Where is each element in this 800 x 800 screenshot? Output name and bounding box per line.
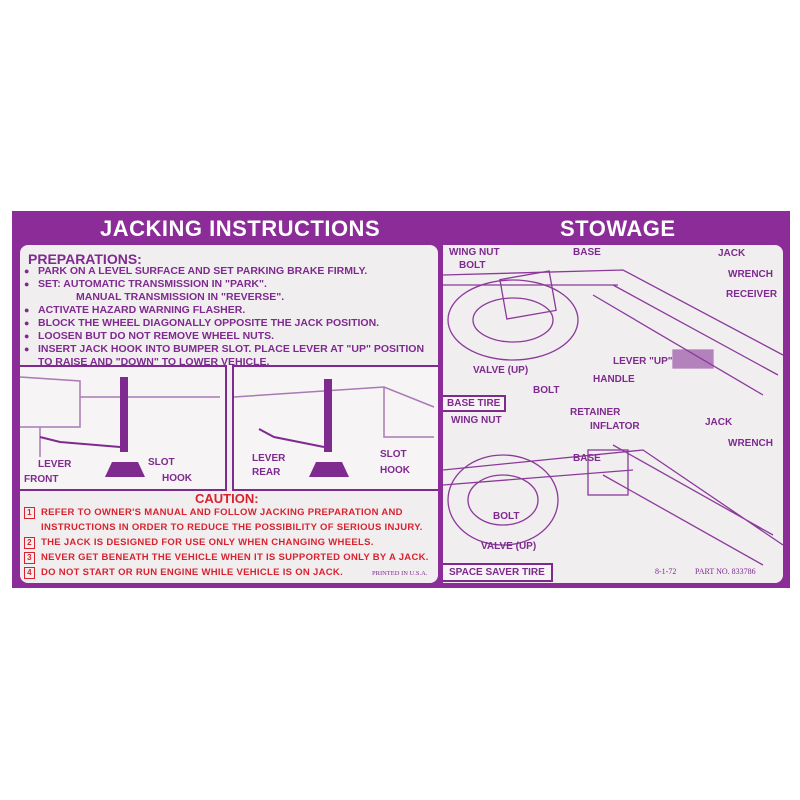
wing-nut-label: WING NUT: [449, 247, 500, 258]
bolt-label: BOLT: [493, 511, 520, 522]
preparations-heading: PREPARATIONS:: [28, 251, 142, 267]
preparations-list: PARK ON A LEVEL SURFACE AND SET PARKING …: [24, 265, 438, 369]
printed-in-usa: PRINTED IN U.S.A.: [372, 570, 428, 577]
handle-label: HANDLE: [593, 374, 635, 385]
wing-nut-label: WING NUT: [451, 415, 502, 426]
base-label: BASE: [573, 247, 601, 258]
date-code: 8-1-72: [655, 567, 677, 576]
rear-jack-illustration: [234, 379, 435, 477]
stowage-illustration: [443, 269, 783, 566]
rear-label: REAR: [252, 467, 281, 478]
retainer-label: RETAINER: [570, 407, 621, 418]
rear-jack-diagram: LEVER REAR SLOT HOOK: [232, 365, 438, 491]
stowage-panel: WING NUT BOLT BASE JACK WRENCH RECEIVER …: [443, 245, 783, 583]
prep-item: ACTIVATE HAZARD WARNING FLASHER.: [24, 304, 438, 317]
jack-label: JACK: [705, 417, 733, 428]
front-jack-illustration: [20, 376, 220, 477]
receiver-label: RECEIVER: [726, 289, 778, 300]
base-label: BASE: [573, 453, 601, 464]
jack-label: JACK: [718, 248, 746, 259]
lever-up-label: LEVER "UP": [613, 356, 673, 367]
valve-label: VALVE (UP): [473, 365, 529, 376]
inflator-label: INFLATOR: [590, 421, 640, 432]
prep-item: SET: AUTOMATIC TRANSMISSION IN "PARK".MA…: [24, 278, 438, 304]
lever-label: LEVER: [252, 453, 286, 464]
space-saver-caption: SPACE SAVER TIRE: [443, 563, 553, 582]
prep-item: BLOCK THE WHEEL DIAGONALLY OPPOSITE THE …: [24, 317, 438, 330]
bolt-label: BOLT: [459, 260, 486, 271]
slot-label: SLOT: [148, 457, 175, 468]
jacking-title: JACKING INSTRUCTIONS: [100, 216, 381, 241]
jacking-decal: JACKING INSTRUCTIONS STOWAGE PREPARATION…: [12, 211, 790, 588]
wrench-label: WRENCH: [728, 438, 773, 449]
bolt-label: BOLT: [533, 385, 560, 396]
prep-item: PARK ON A LEVEL SURFACE AND SET PARKING …: [24, 265, 438, 278]
part-number: PART NO. 833786: [695, 567, 756, 576]
front-jack-diagram: LEVER SLOT HOOK FRONT: [20, 365, 227, 491]
prep-item: LOOSEN BUT DO NOT REMOVE WHEEL NUTS.: [24, 330, 438, 343]
lever-label: LEVER: [38, 459, 72, 470]
front-label: FRONT: [24, 474, 59, 485]
base-tire-caption: BASE TIRE: [443, 395, 507, 412]
slot-label: SLOT: [380, 449, 407, 460]
valve-label: VALVE (UP): [481, 541, 537, 552]
caution-heading: CAUTION:: [195, 491, 259, 506]
instructions-panel: PREPARATIONS: PARK ON A LEVEL SURFACE AN…: [20, 245, 438, 583]
stowage-title: STOWAGE: [560, 216, 676, 241]
hook-label: HOOK: [162, 473, 192, 484]
hook-label: HOOK: [380, 465, 410, 476]
wrench-label: WRENCH: [728, 269, 773, 280]
caution-item: INSTRUCTIONS IN ORDER TO REDUCE THE POSS…: [41, 522, 423, 533]
